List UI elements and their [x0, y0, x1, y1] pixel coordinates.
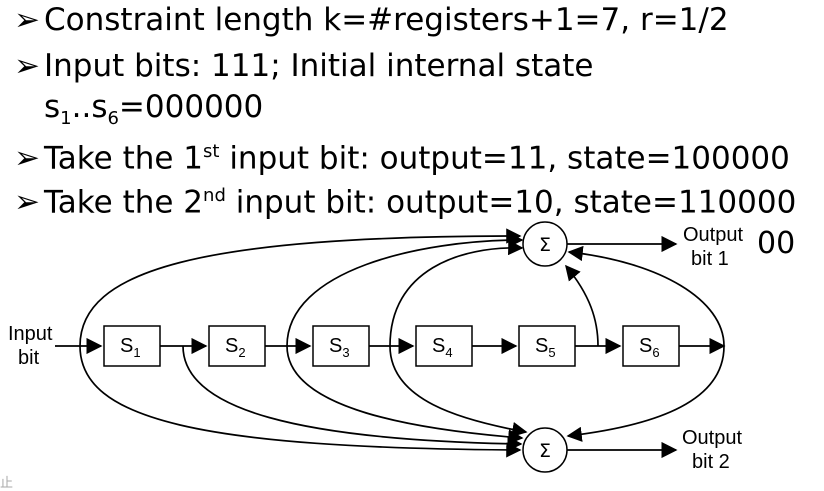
footer-text: 止 [0, 476, 14, 491]
overlap-text: 00 [757, 226, 795, 261]
register-s3: S3 [312, 325, 370, 367]
top-sum-taps [79, 228, 725, 347]
sum-node-top: Σ [522, 221, 568, 267]
bullet-2: ➢Input bits: 111; Initial internal state [14, 48, 594, 84]
svg-text:S5: S5 [535, 335, 556, 360]
register-s2: S2 [208, 325, 266, 367]
svg-text:Σ: Σ [539, 234, 551, 256]
svg-text:S3: S3 [329, 335, 350, 360]
output1-label-line2: bit 1 [691, 248, 729, 270]
svg-text:S6: S6 [639, 335, 660, 360]
bullet-2-continuation: s1..s6=000000 [44, 89, 264, 130]
bullet-3: ➢Take the 1st input bit: output=11, stat… [14, 140, 790, 177]
arrow-bullet-icon: ➢ [14, 140, 40, 177]
arrow-bullet-icon: ➢ [14, 2, 40, 38]
bullet-4: ➢Take the 2nd input bit: output=10, stat… [14, 184, 797, 221]
output2-label-line2: bit 2 [692, 451, 730, 473]
svg-text:S1: S1 [120, 335, 141, 360]
arrow-bullet-icon: ➢ [14, 48, 40, 84]
output2-label-line1: Output [682, 427, 742, 449]
register-s4: S4 [415, 325, 473, 367]
register-s1: S1 [103, 325, 161, 367]
arrow-bullet-icon: ➢ [14, 184, 40, 221]
svg-text:S4: S4 [432, 335, 453, 360]
bottom-sum-taps [79, 345, 725, 458]
input-label-line1: Input [8, 323, 53, 345]
input-label-line2: bit [18, 347, 40, 369]
register-s6: S6 [622, 325, 680, 367]
bullet-1: ➢Constraint length k=#registers+1=7, r=1… [14, 2, 729, 38]
sum-node-bottom: Σ [522, 427, 568, 473]
register-s5: S5 [518, 325, 576, 367]
output1-label-line1: Output [683, 224, 743, 246]
svg-text:S2: S2 [225, 335, 246, 360]
svg-text:Σ: Σ [539, 440, 551, 462]
